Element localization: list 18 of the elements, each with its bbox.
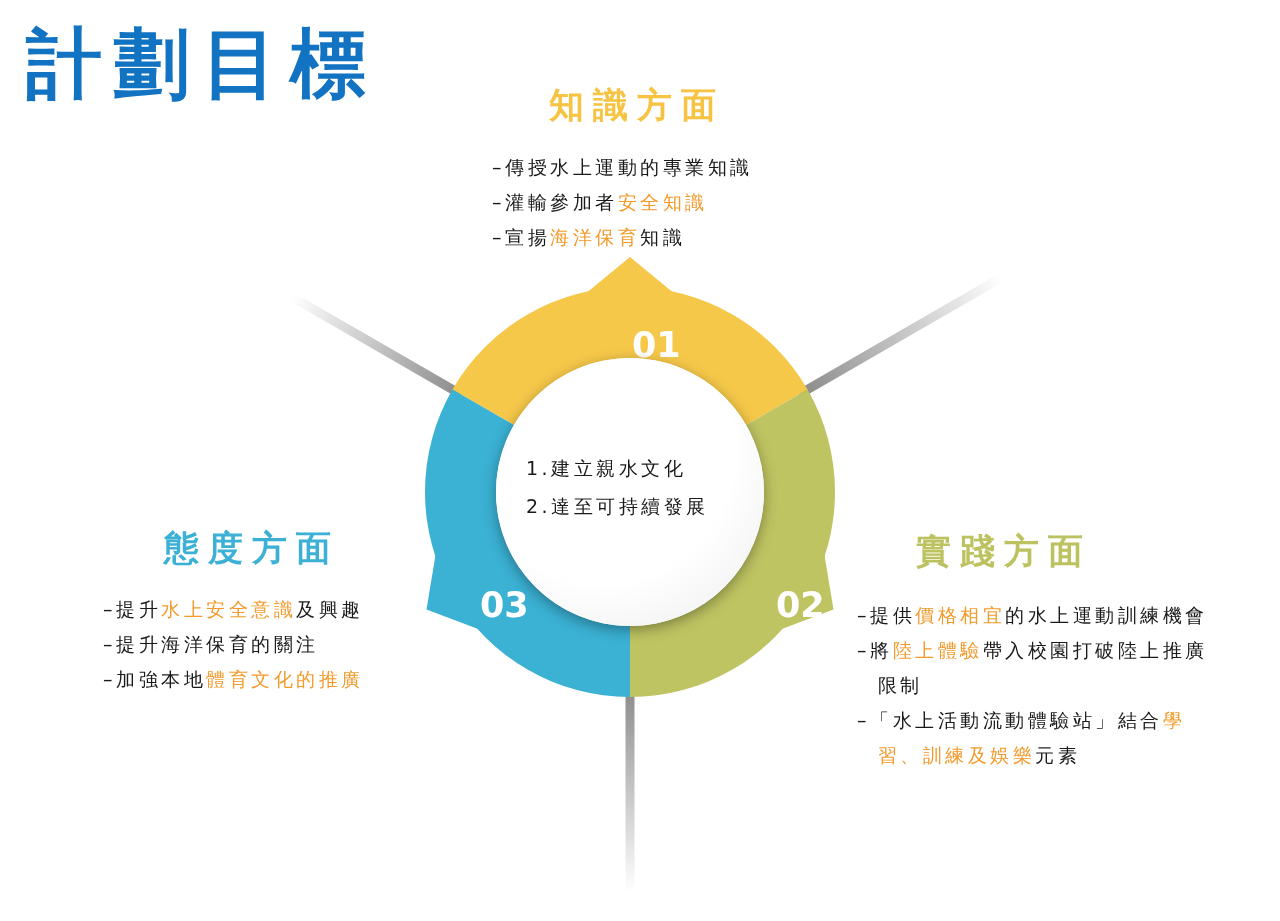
segment-number: 01 bbox=[632, 328, 681, 363]
goal-text: 1.建立親水文化 bbox=[526, 456, 687, 481]
goal-text: 2.達至可持續發展 bbox=[526, 494, 709, 519]
bullet-text: –提升水上安全意識及興趣 bbox=[103, 597, 365, 622]
bullet-text: –「水上活動流動體驗站」結合學習、訓練及娛樂元素 bbox=[857, 708, 1186, 768]
bullet-text: –灌輸參加者安全知識 bbox=[492, 190, 709, 215]
bullet-text: –提升海洋保育的關注 bbox=[103, 632, 320, 657]
section-heading: 知識方面 bbox=[549, 84, 725, 126]
title: 計劃目標 bbox=[26, 18, 378, 110]
bullet-text: –提供價格相宜的水上運動訓練機會 bbox=[857, 603, 1209, 628]
bullet-text: –傳授水上運動的專業知識 bbox=[492, 155, 754, 180]
bullet-text: –宣揚海洋保育知識 bbox=[492, 225, 686, 250]
segment-number: 02 bbox=[776, 588, 825, 623]
section-heading: 實踐方面 bbox=[916, 530, 1092, 572]
section-heading: 態度方面 bbox=[164, 527, 340, 569]
bullet-text: –將陸上體驗帶入校園打破陸上推廣限制 bbox=[857, 638, 1209, 698]
bullet-text: –加強本地體育文化的推廣 bbox=[103, 667, 365, 692]
segment-number: 03 bbox=[480, 588, 529, 623]
